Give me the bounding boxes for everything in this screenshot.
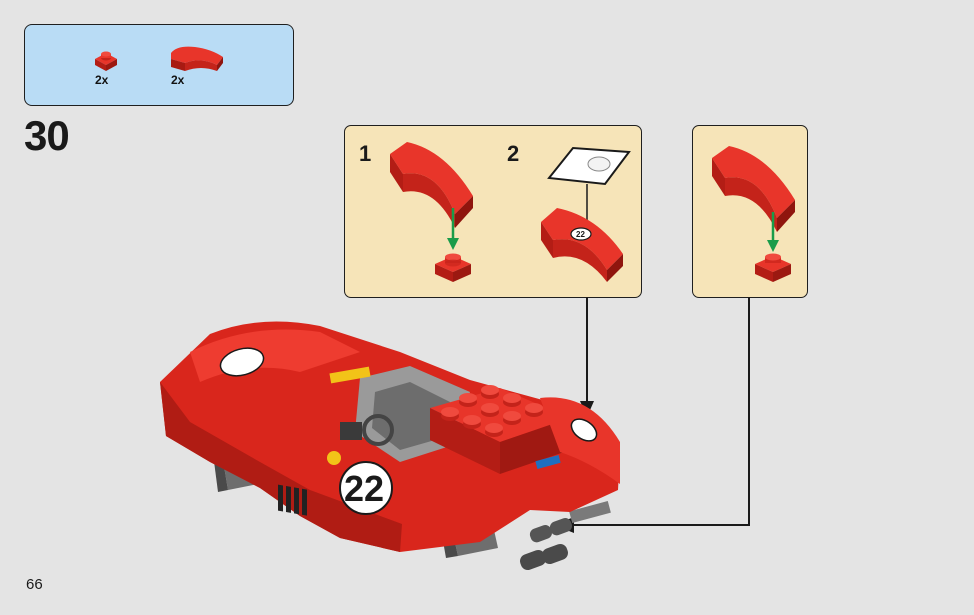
page-number: 66 [26, 576, 43, 593]
substep-label-2: 2 [507, 141, 520, 166]
red-round-plate-icon [755, 253, 791, 282]
car-number-roundel [339, 461, 393, 515]
substep-callout-right [692, 125, 808, 298]
parts-list-box: 2x 2x [24, 24, 294, 106]
part-item-round-plate: 2x [91, 47, 121, 87]
front-grille-icon [278, 484, 307, 516]
steering-wheel-icon [362, 414, 394, 446]
rear-brick-with-studs [430, 385, 570, 474]
curved-slope-brick-icon [712, 146, 795, 232]
part-count: 2x [171, 73, 185, 87]
curved-slope-brick-icon [390, 142, 473, 228]
substep-label-1: 1 [359, 141, 372, 166]
exhaust-pipes-icon [520, 501, 611, 570]
substep-callout-left: 1 2 22 [344, 125, 642, 298]
red-curved-slope-icon [171, 46, 223, 71]
car-number-label: 22 [344, 468, 385, 509]
green-arrow-icon [447, 208, 459, 250]
red-round-plate-icon [95, 51, 117, 71]
curved-slope-with-sticker-icon: 22 [541, 208, 623, 282]
svg-text:22: 22 [576, 230, 585, 239]
sticker-icon [547, 146, 631, 244]
part-item-curved-slope: 2x [167, 41, 227, 87]
red-round-plate-icon [435, 253, 471, 282]
green-arrow-icon [767, 212, 779, 252]
race-car-model-illustration [160, 321, 620, 570]
part-count: 2x [95, 73, 109, 87]
step-number: 30 [24, 112, 70, 159]
